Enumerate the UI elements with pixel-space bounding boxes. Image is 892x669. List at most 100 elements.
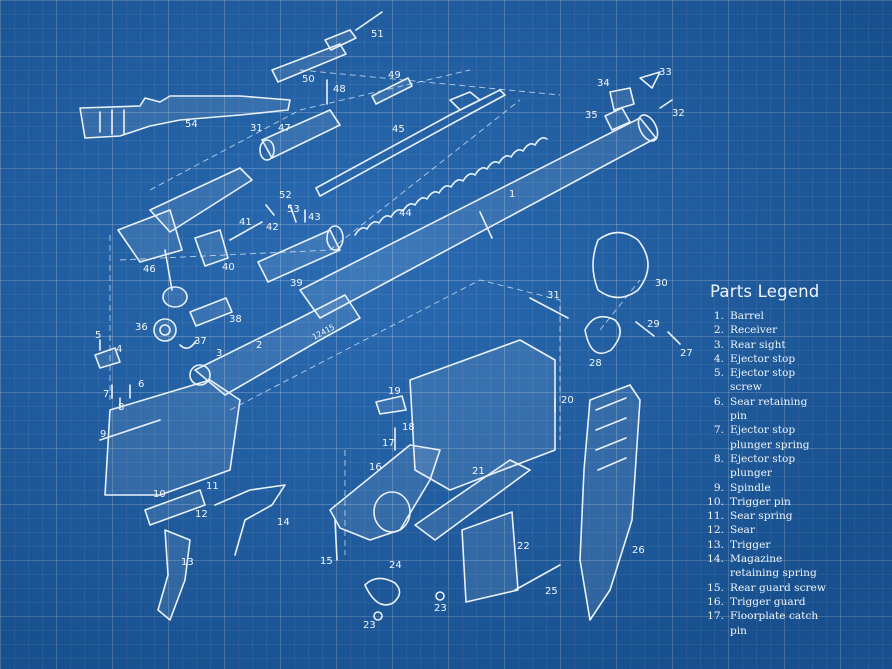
legend-item-name: Trigger pin: [730, 495, 791, 508]
bolt-handle-root: [117, 209, 183, 263]
trigger-guard-loop: [373, 491, 411, 533]
callout: 34: [597, 78, 610, 89]
legend-item-name: Spindle: [730, 481, 771, 494]
legend-item-name: Ejector stop screw: [730, 367, 796, 394]
legend-item-name: Rear guard screw: [730, 581, 826, 594]
legend-item-name: Magazine retaining spring: [730, 553, 817, 580]
rear-guard-screw: [334, 519, 338, 561]
part-25-screw: [514, 564, 561, 591]
receiver-part: [194, 294, 361, 396]
legend-item-name: Ejector stop: [730, 352, 796, 365]
callout: 37: [194, 336, 207, 347]
callout: 30: [655, 278, 668, 289]
mag-spring-part: [214, 484, 286, 556]
legend-item: 6.Sear retaining pin: [700, 395, 890, 424]
legend-item-number: 16.: [707, 595, 724, 608]
legend-item-number: 14.: [707, 553, 724, 566]
callout: 14: [277, 517, 290, 528]
part-39-collar: [326, 225, 344, 251]
handguard-part: [579, 384, 641, 621]
legend-item-name: Sear spring: [730, 510, 793, 523]
trigger-guard: [329, 444, 441, 541]
legend-item: 1.Barrel: [700, 309, 890, 323]
callout: 16: [369, 462, 382, 473]
callout: 12: [195, 509, 208, 520]
barrel-break: [479, 211, 493, 239]
trigger-housing: [104, 379, 241, 496]
legend-item-name: Ejector stop plunger: [730, 452, 796, 480]
callout: 4: [116, 344, 122, 355]
callout: 28: [589, 358, 602, 369]
legend-item: 12.Sear: [700, 523, 890, 537]
magazine-box: [409, 339, 556, 491]
part-38: [189, 297, 233, 327]
legend-item-number: 15.: [707, 581, 724, 594]
legend-item: 11.Sear spring: [700, 509, 890, 523]
legend-item-number: 10.: [707, 495, 724, 508]
ejector-stop: [94, 347, 121, 369]
part-34: [609, 87, 635, 111]
legend-item-name: Floorplate catch pin: [730, 610, 819, 637]
legend-item: 10. Trigger pin: [700, 495, 890, 509]
legend-item-number: 8.: [713, 452, 724, 465]
callout: 6: [138, 379, 144, 390]
callout: 5: [95, 330, 101, 341]
bolt-handle: [164, 249, 173, 291]
callout: 48: [333, 84, 346, 95]
callout: 1: [509, 189, 515, 200]
callout: 49: [388, 70, 401, 81]
spindle-part: [99, 419, 161, 441]
legend-item-number: 1.: [713, 310, 724, 322]
bolt-sleeve-part: [261, 109, 341, 159]
stock-checkering: [99, 109, 125, 135]
callout: 45: [392, 124, 405, 135]
legend-item: 13.Trigger: [700, 538, 890, 552]
callout: 17: [382, 438, 395, 449]
firing-pin-part: [315, 89, 506, 197]
callout: 33: [659, 67, 672, 78]
legend-item-number: 13.: [707, 538, 724, 551]
legend-item-number: 5.: [713, 367, 724, 380]
callout: 31: [547, 290, 560, 301]
callout: 42: [266, 222, 279, 233]
sling-swivel: [584, 315, 621, 355]
legend-item: 9.Spindle: [700, 481, 890, 495]
callout: 51: [371, 29, 384, 40]
legend-item: 16. Trigger guard: [700, 595, 890, 609]
legend-item-number: 7.: [713, 424, 724, 437]
floorplate-part: [414, 459, 531, 541]
callout: 39: [290, 278, 303, 289]
legend-title: Parts Legend: [710, 282, 820, 301]
legend-item-name: Ejector stop plunger spring: [730, 424, 810, 451]
legend-item: 3.Rear sight: [700, 338, 890, 352]
trigger-part: [157, 529, 191, 621]
callout: 29: [647, 319, 660, 330]
assembly-guides: [109, 69, 641, 555]
firing-pin-head: [449, 91, 481, 111]
bolt-body-part: [149, 167, 253, 233]
callout-labels: 51 50 49 48 54 31 47 45 34 33 35 32 1 46…: [95, 29, 693, 631]
barrel-part: [299, 117, 657, 319]
callout: 21: [472, 466, 485, 477]
legend-item-name: Trigger guard: [730, 595, 806, 608]
part-36-hub: [159, 324, 171, 336]
callout: 40: [222, 262, 235, 273]
legend-item: 7. Ejector stop plunger spring: [700, 423, 890, 452]
small-pins-2: [394, 397, 556, 451]
callout: 10: [153, 489, 166, 500]
legend-item-number: 6.: [713, 395, 724, 408]
callout: 54: [185, 119, 198, 130]
legend-item: 8. Ejector stop plunger: [700, 452, 890, 481]
ejector-pins: [99, 339, 131, 409]
legend-item: 17.Floorplate catch pin: [700, 609, 890, 638]
legend-item: 2.Receiver: [700, 323, 890, 337]
part-51-spring: [355, 11, 383, 31]
legend-item-number: 12.: [707, 524, 724, 537]
small-pins: [229, 204, 306, 241]
callout: 15: [320, 556, 333, 567]
part-51: [324, 29, 357, 51]
part-22: [461, 511, 519, 603]
part-39: [257, 229, 341, 283]
